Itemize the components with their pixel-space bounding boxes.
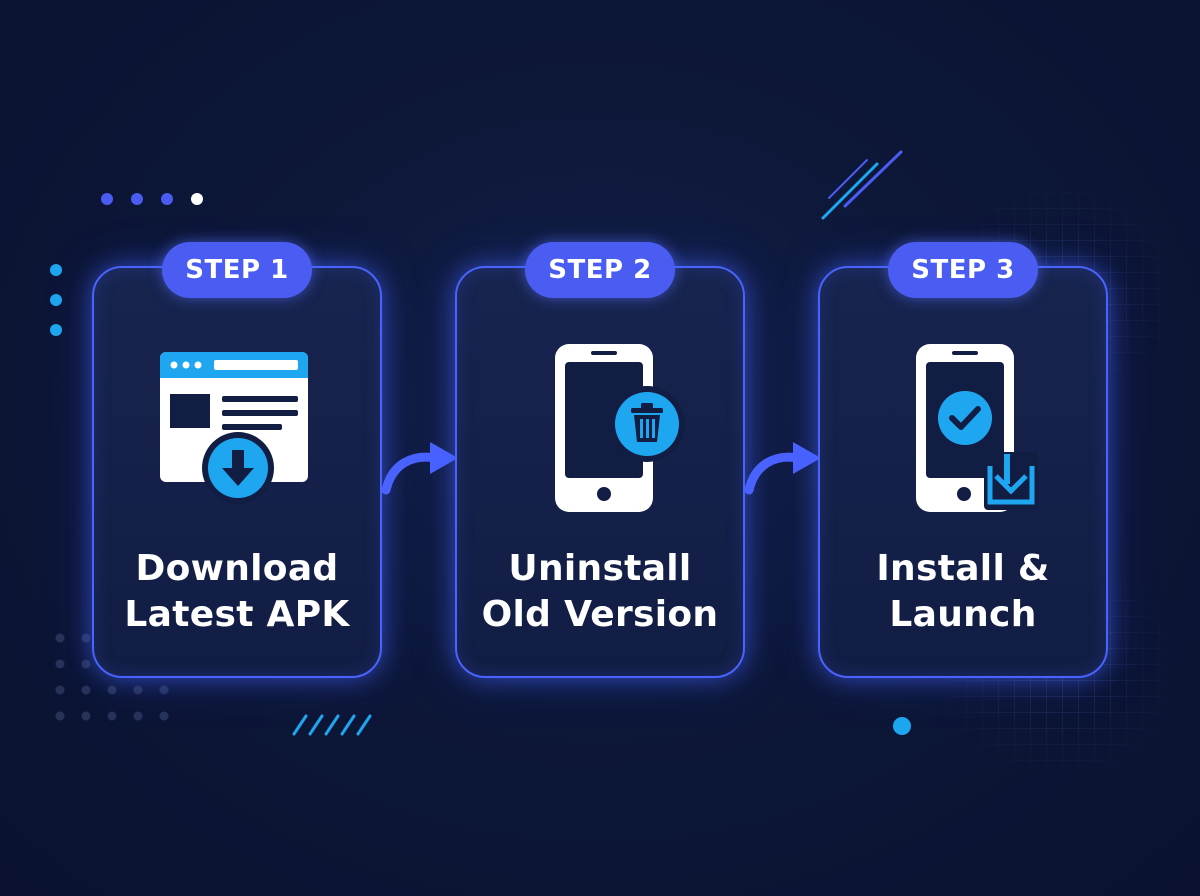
decorative-lines-top-right <box>821 150 903 220</box>
step-caption-3-line1: Install & <box>876 548 1050 589</box>
step-badge-1: STEP 1 <box>162 242 312 298</box>
curved-arrow-right-icon <box>744 442 821 495</box>
step-caption-2-line1: Uninstall <box>508 548 692 589</box>
step-caption-3-line2: Launch <box>889 594 1037 635</box>
decorative-dots-left <box>50 264 62 336</box>
step-card-2: STEP 2 Uninstall Old Version <box>455 242 745 678</box>
decorative-dots-top-left <box>101 193 203 205</box>
step-card-3: STEP 3 Install & Launch <box>818 242 1108 678</box>
decorative-dot-bottom-right <box>893 717 911 735</box>
step-card-1: STEP 1 Download Latest APK <box>92 242 382 678</box>
step-caption-1: Download Latest APK <box>94 546 380 638</box>
step-caption-1-line2: Latest APK <box>124 594 350 635</box>
browser-download-icon <box>160 352 308 504</box>
step-caption-3: Install & Launch <box>820 546 1106 638</box>
curved-arrow-right-icon <box>381 442 458 495</box>
step-caption-1-line1: Download <box>135 548 339 589</box>
decorative-slashes-bottom <box>292 714 372 736</box>
step-badge-2: STEP 2 <box>525 242 675 298</box>
step-caption-2: Uninstall Old Version <box>457 546 743 638</box>
step-badge-3: STEP 3 <box>888 242 1038 298</box>
phone-trash-icon <box>555 344 685 512</box>
phone-check-install-icon <box>916 344 1038 512</box>
step-caption-2-line2: Old Version <box>481 594 719 635</box>
